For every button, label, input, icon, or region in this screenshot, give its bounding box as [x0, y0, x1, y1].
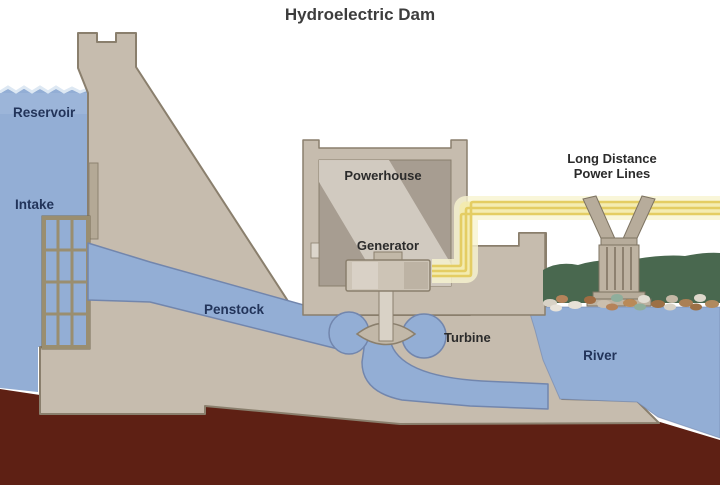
tower-body	[598, 244, 640, 293]
reservoir-surface-band	[0, 93, 91, 114]
power-lines-label-line2: Power Lines	[574, 166, 651, 181]
river-label: River	[583, 348, 618, 363]
powerhouse-light-band	[319, 160, 451, 286]
pebbles	[543, 294, 719, 312]
tower-collar	[600, 237, 638, 246]
diagram-title: Hydroelectric Dam	[285, 5, 435, 24]
reservoir-label: Reservoir	[13, 105, 76, 120]
power-line-2	[432, 206, 720, 273]
generator-shaft	[378, 290, 394, 342]
power-lines-label-line1: Long Distance	[567, 151, 657, 166]
powerhouse-label: Powerhouse	[344, 168, 421, 183]
transmission-tower	[582, 195, 656, 307]
intake-label: Intake	[15, 197, 55, 212]
dam-gate-slot	[88, 162, 99, 240]
penstock-label: Penstock	[204, 302, 265, 317]
generator-highlight	[352, 262, 378, 289]
powerhouse-door	[310, 242, 320, 259]
generator-label: Generator	[357, 238, 419, 253]
river-water	[527, 306, 720, 439]
tower-ribs	[606, 247, 632, 290]
draft-tube-water	[361, 333, 549, 410]
reservoir-waves	[0, 85, 93, 94]
power-line-3	[432, 200, 720, 278]
generator-unit	[345, 251, 431, 342]
power-line-1	[432, 212, 720, 268]
generator-shadow	[404, 262, 428, 289]
turbine-label: Turbine	[444, 330, 491, 345]
